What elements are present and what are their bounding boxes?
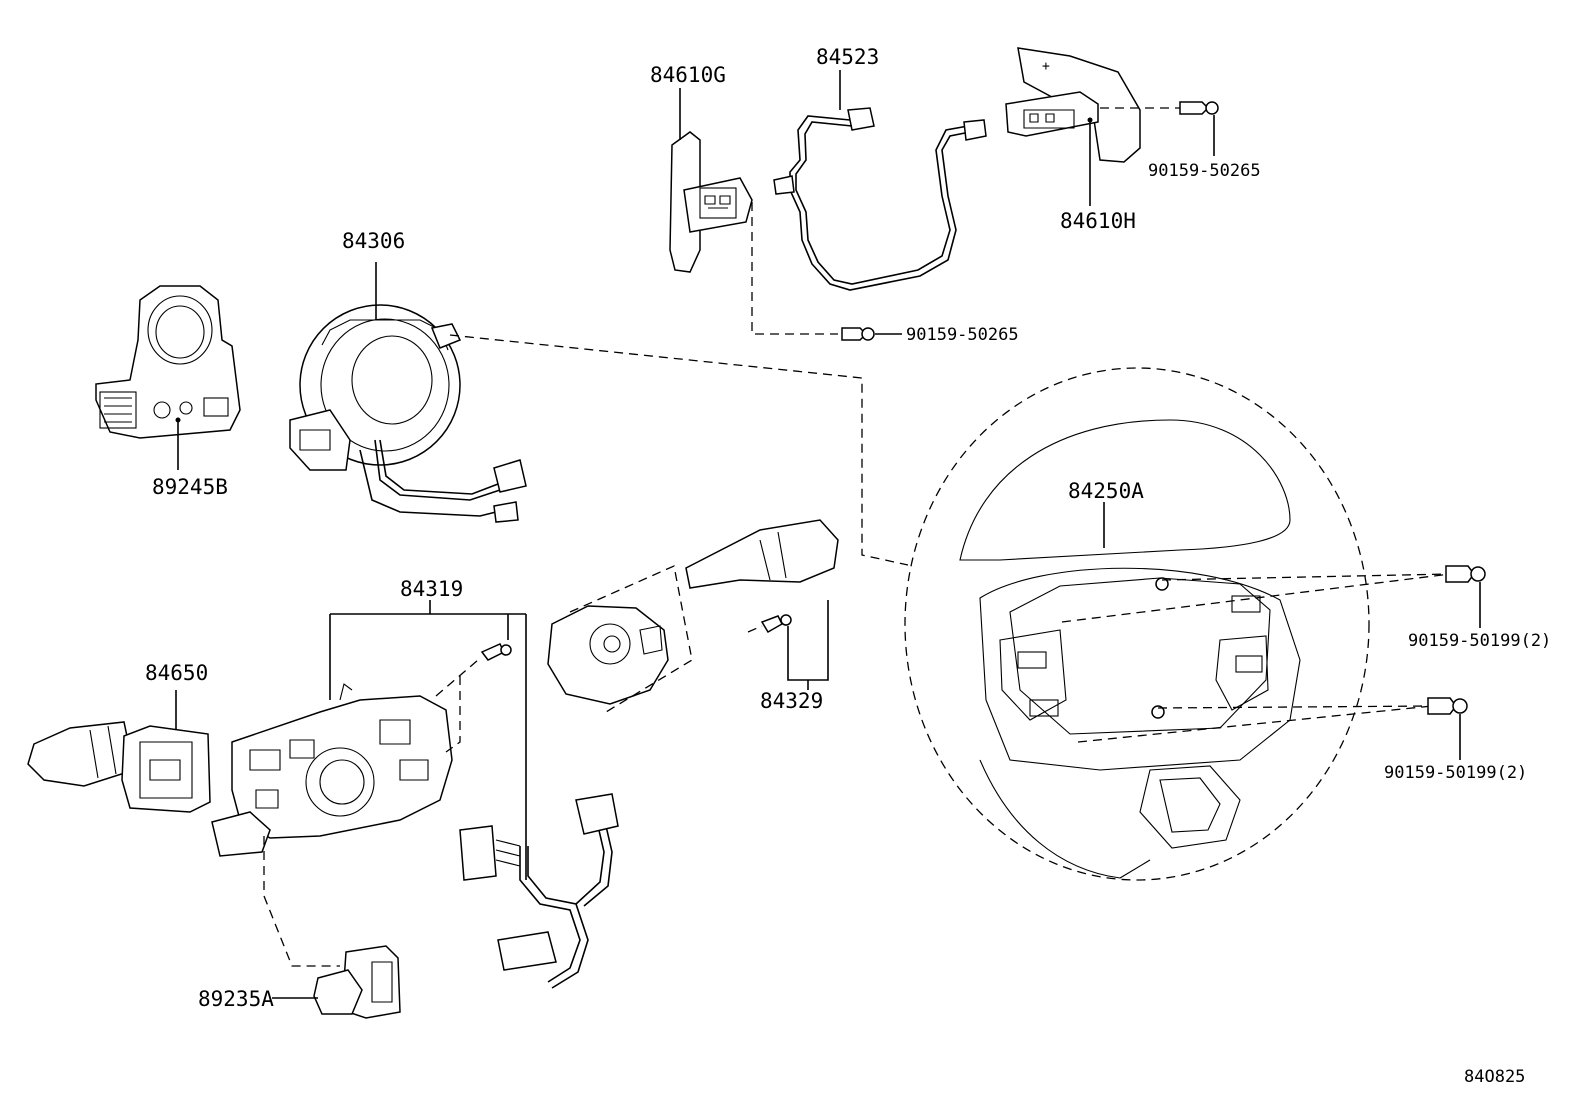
bolt-90159-50199-b[interactable] [1427, 697, 1468, 715]
label-89235A: 89235A [198, 987, 274, 1011]
screw-84319[interactable] [480, 643, 512, 661]
spiral-cable-clock-spring[interactable] [289, 304, 527, 523]
label-84610H: 84610H [1060, 209, 1136, 233]
label-84329: 84329 [760, 689, 823, 713]
headlamp-switch-lever[interactable] [27, 721, 211, 813]
paddle-shifter-left[interactable] [669, 131, 753, 273]
svg-text:+: + [1042, 59, 1050, 74]
label-84610G: 84610G [650, 63, 726, 87]
label-90159-50199-b: 90159-50199(2) [1384, 763, 1527, 783]
bolt-90159-50265-mid[interactable] [841, 327, 875, 341]
label-89245B: 89245B [152, 475, 228, 499]
label-84306: 84306 [342, 229, 405, 253]
label-84650: 84650 [145, 661, 208, 685]
paddle-shifter-right[interactable]: + [1005, 47, 1141, 163]
label-84523: 84523 [816, 45, 879, 69]
yaw-rate-sensor[interactable] [313, 945, 401, 1019]
label-84319: 84319 [400, 577, 463, 601]
leader-dashed [751, 202, 838, 335]
bolt-90159-50199-a[interactable] [1445, 565, 1486, 583]
steering-angle-sensor[interactable] [95, 285, 241, 439]
steering-wheel[interactable] [904, 367, 1370, 881]
label-90159-50265-top: 90159-50265 [1148, 161, 1261, 181]
combination-switch-body[interactable] [211, 683, 453, 857]
screw-84329[interactable] [760, 614, 792, 634]
label-84250A: 84250A [1068, 479, 1144, 503]
label-90159-50199-a: 90159-50199(2) [1408, 631, 1551, 651]
wiper-switch-lever[interactable] [547, 519, 839, 713]
paddle-wire-harness[interactable] [773, 107, 987, 291]
label-90159-50265-mid: 90159-50265 [906, 325, 1019, 345]
switch-wire-harness[interactable] [459, 793, 619, 989]
leader-dashed [449, 334, 909, 566]
diagram-reference-code: 84O825 [1464, 1067, 1525, 1087]
bolt-90159-50265-top[interactable] [1179, 101, 1219, 115]
